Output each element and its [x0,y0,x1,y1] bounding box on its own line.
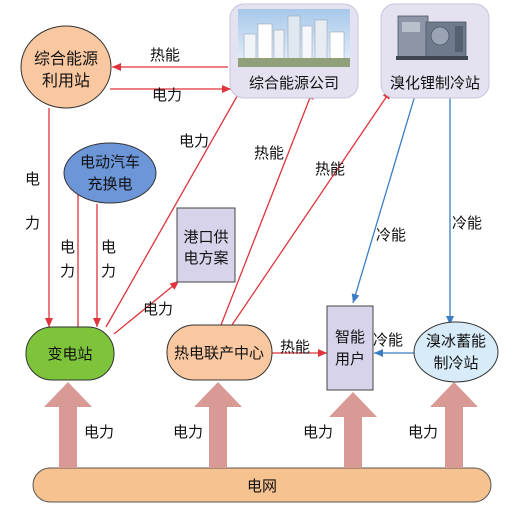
power-grid-label: 电网 [247,477,277,495]
arrow-chp-to-company [220,89,314,326]
arrow-substation-to-company [105,83,245,328]
label-power-station-company: 电力 [152,86,182,104]
arrow-chp-to-bromide [231,89,392,326]
label-power-left-1: 电 [25,170,40,188]
grid-arrow-smart-user [329,392,377,468]
label-heat-chp-bromide: 热能 [315,160,345,178]
label-cool-ice-user: 冷能 [373,331,403,349]
label-power-ev-down-1: 电 [101,238,116,256]
integrated-energy-station-line2: 利用站 [42,71,90,90]
label-power-substation-port: 电力 [143,300,173,318]
label-cool-bromide-user: 冷能 [376,226,406,244]
smart-user-node [326,305,374,391]
arrow-substation-to-port [113,280,180,335]
lithium-bromide-station-label: 溴化锂制冷站 [390,74,480,92]
arrow-bromide-to-smart-user [351,91,417,304]
integrated-energy-station-line1: 综合能源 [34,49,98,68]
port-power-plan-node [176,207,236,283]
integrated-energy-station-node [20,25,112,109]
ev-charging-line1: 电动汽车 [80,153,140,171]
label-power-left-2: 力 [25,214,40,232]
grid-label-electricity-3: 电力 [303,423,333,441]
grid-arrow-ice-storage [430,382,478,468]
lithium-bromide-station-node: 溴化锂制冷站 [380,3,490,99]
ice-storage-station-line2: 制冷站 [433,354,478,372]
port-power-plan-line1: 港口供 [183,228,228,246]
grid-label-electricity-2: 电力 [173,423,203,441]
ev-charging-line2: 充换电 [87,175,132,193]
chiller-machine-image [396,15,468,60]
grid-arrow-substation [44,382,92,468]
grid-label-electricity-4: 电力 [408,423,438,441]
chp-center-label: 热电联产中心 [174,344,264,362]
label-power-ev-up-2: 力 [60,262,75,280]
ice-storage-station-node [413,321,499,383]
power-grid-bar [32,467,492,503]
label-cool-bromide-ice: 冷能 [452,214,482,232]
ice-storage-station-line1: 溴冰蓄能 [426,332,486,350]
grid-arrow-chp [194,382,242,468]
label-power-substation-company: 电力 [179,132,209,150]
integrated-energy-company-label: 综合能源公司 [249,74,339,92]
integrated-energy-company-node: 综合能源公司 [229,3,359,99]
label-power-ev-down-2: 力 [101,262,116,280]
grid-label-electricity-1: 电力 [84,423,114,441]
substation-node [25,326,115,381]
smart-user-line2: 用户 [335,350,365,368]
label-power-ev-up-1: 电 [60,238,75,256]
label-heat-chp-user: 热能 [280,338,310,356]
label-heat-chp-company: 热能 [254,144,284,162]
ev-charging-node [63,142,157,204]
substation-label: 变电站 [47,345,92,363]
label-heat-company-station: 热能 [150,46,180,64]
smart-user-line1: 智能 [335,328,365,346]
city-buildings-image [238,15,350,67]
port-power-plan-line2: 电方案 [183,249,228,267]
chp-center-node [166,324,273,381]
